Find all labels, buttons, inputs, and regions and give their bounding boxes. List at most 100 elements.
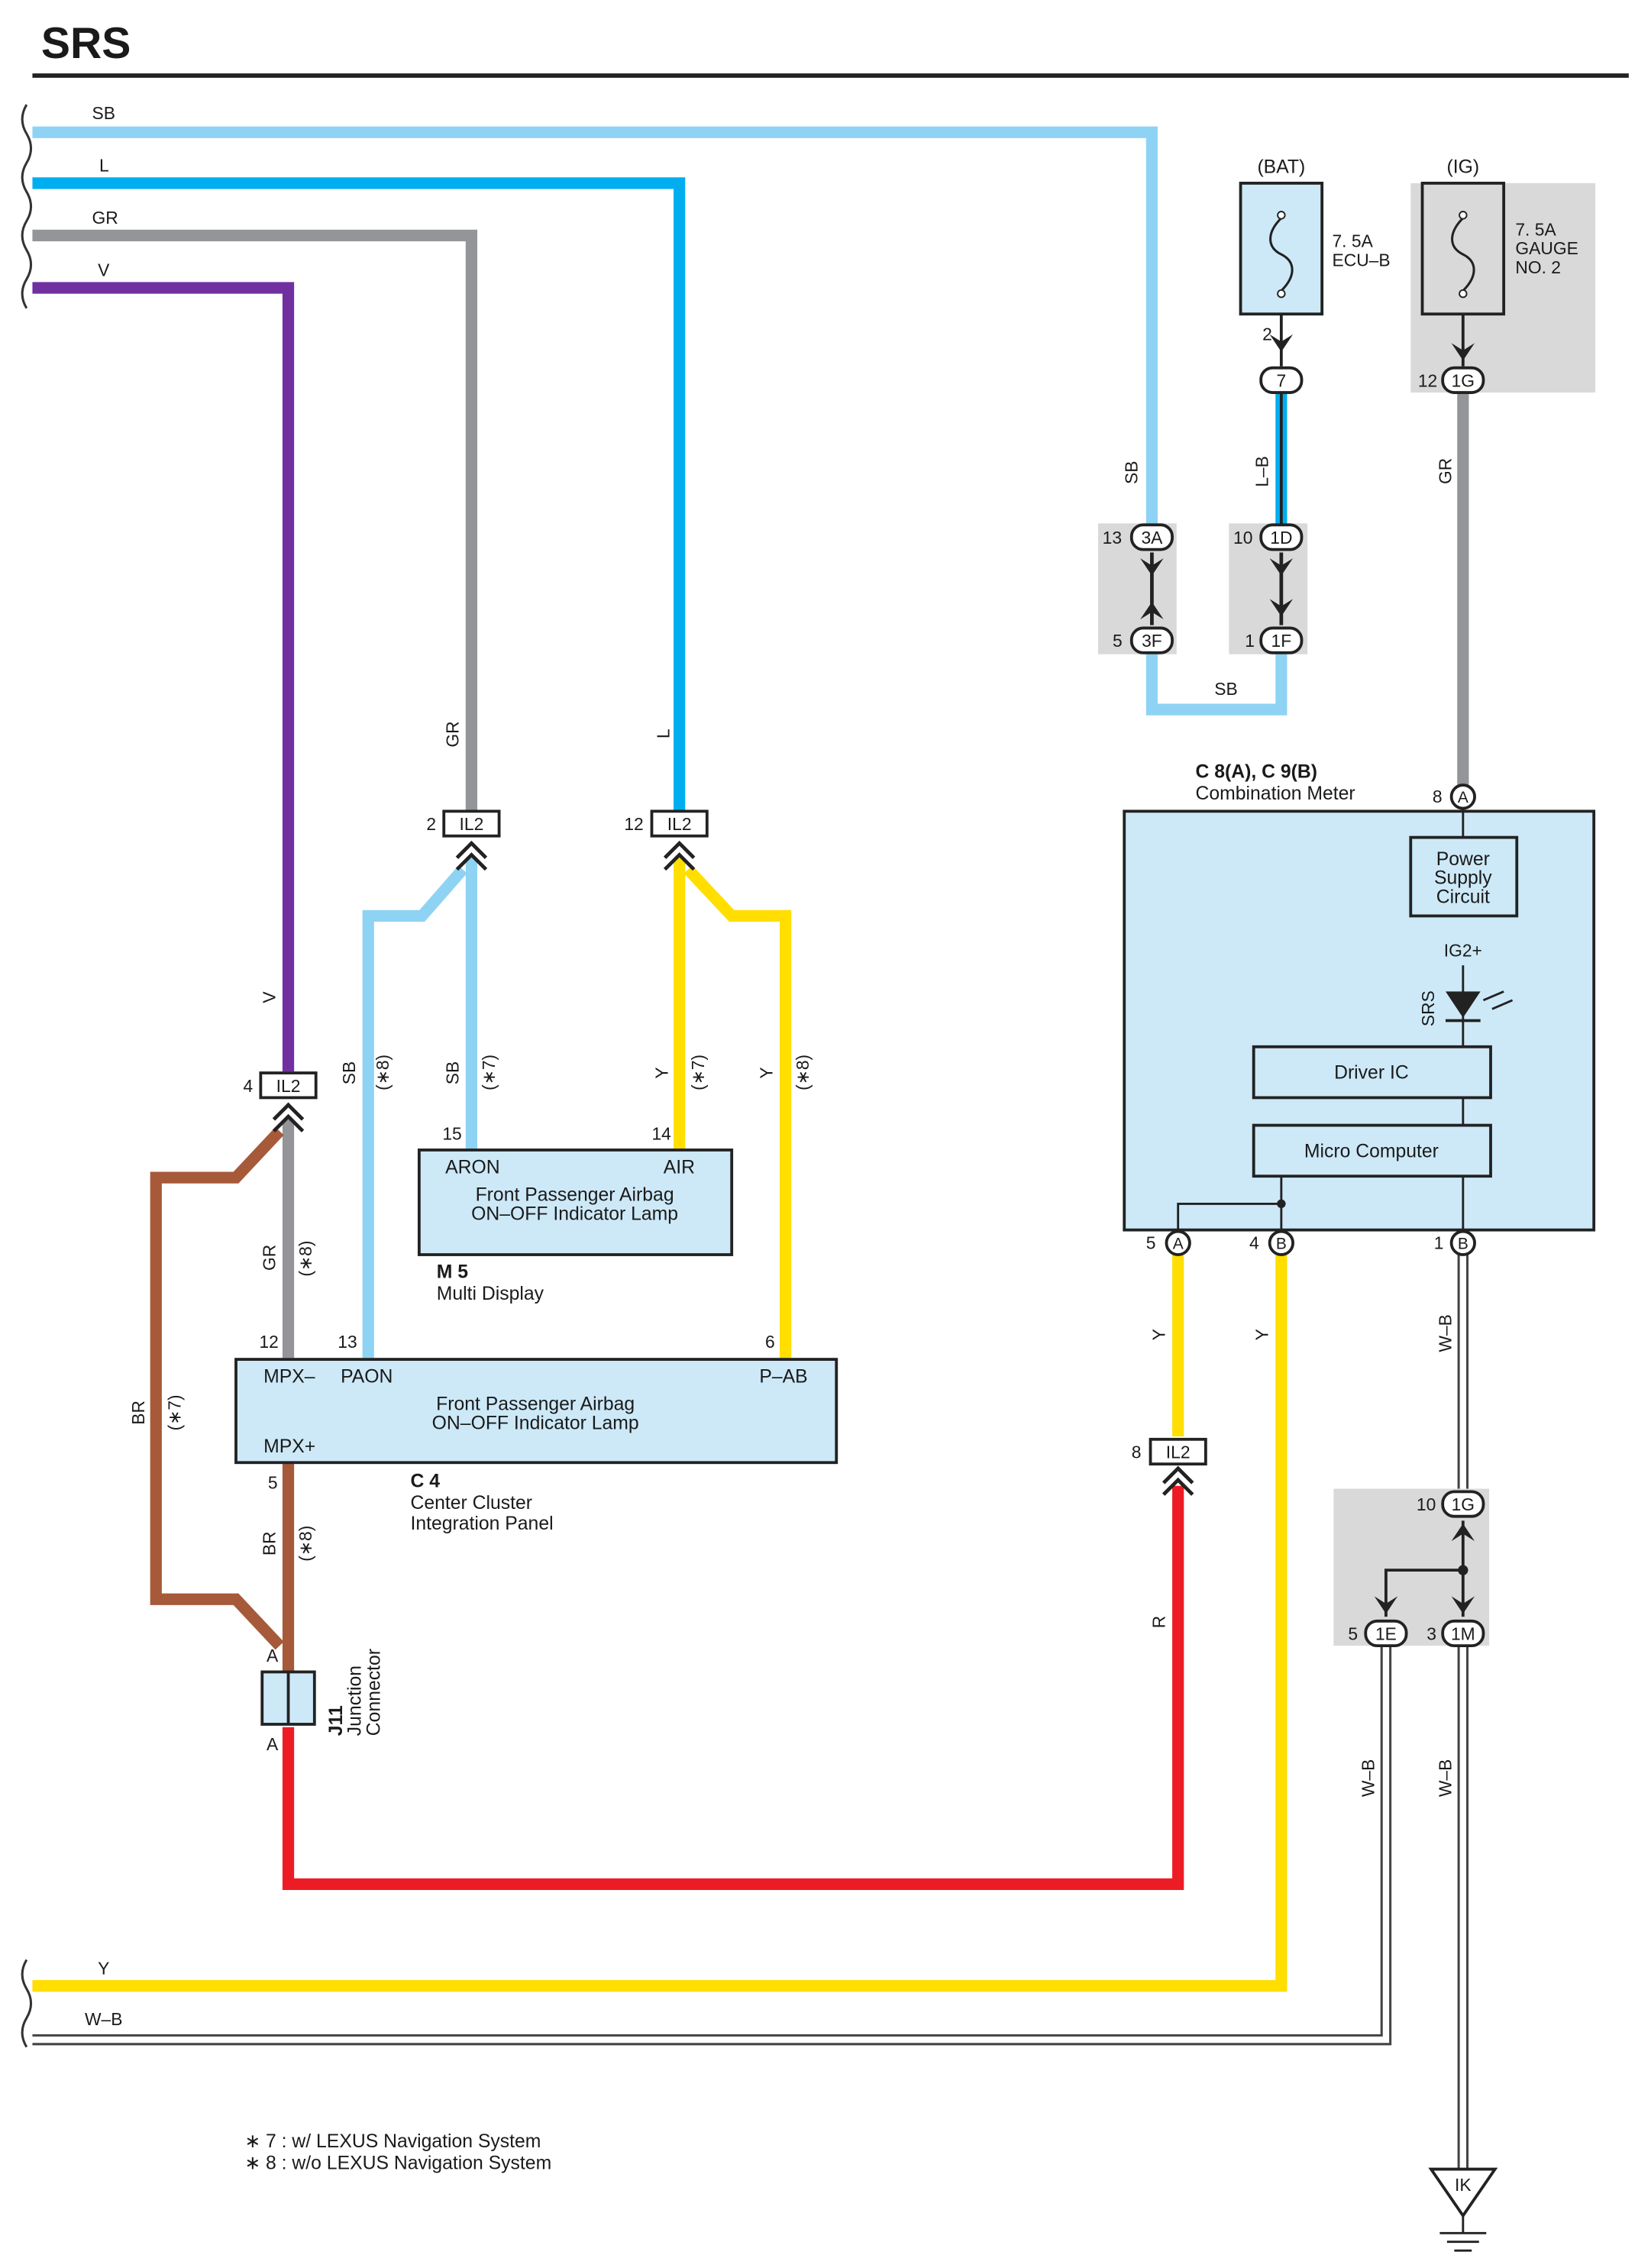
jb-1m: 3 1M: [1426, 1619, 1485, 1648]
jb-1e-id: 1E: [1375, 1624, 1397, 1644]
il2-pin2-box: [442, 809, 501, 838]
il2-pin12-id: IL2: [667, 814, 692, 834]
c4-pin13: 13: [338, 1332, 357, 1352]
arrow-icons: [1140, 334, 1475, 1614]
fuse-ig-name2: NO. 2: [1515, 257, 1561, 277]
meter-pin5: 5: [1146, 1233, 1156, 1252]
label-gr-il2: GR: [442, 721, 462, 747]
arrow-down-icon: [1269, 334, 1294, 352]
il2-pin2-id: IL2: [460, 814, 484, 834]
meter-pin4: 4: [1249, 1233, 1259, 1252]
il2-pin12-num: 12: [624, 814, 643, 834]
m5-term-air: AIR: [664, 1157, 695, 1178]
label-wb-meter: W–B: [1436, 1314, 1456, 1352]
jb-3f-pin: 5: [1113, 631, 1123, 651]
power-line2: Supply: [1434, 868, 1492, 889]
label-y-8: Y: [757, 1067, 777, 1078]
fuse-terminal: [1459, 289, 1468, 299]
wire-sb-loop: [1145, 639, 1288, 716]
meter-conn-5: [1165, 1229, 1191, 1256]
wire-br-7: [150, 1126, 284, 1650]
meter-code: C 8(A), C 9(B): [1196, 762, 1318, 783]
fuse-bat-source: (BAT): [1257, 157, 1305, 178]
fuse-icon: [1269, 217, 1294, 292]
arrow-down-icon: [1451, 1596, 1475, 1614]
meter-pin1: 1: [1434, 1233, 1444, 1252]
fuse-bat-name: ECU–B: [1332, 250, 1390, 270]
jb-1e: 5 1E: [1348, 1619, 1408, 1648]
il2-pin2: 2 IL2: [426, 809, 501, 871]
led-icon: [1445, 991, 1481, 1018]
note-8: ∗ 8 : w/o LEXUS Navigation System: [244, 2153, 551, 2174]
m5-pin14: 14: [651, 1124, 671, 1144]
fuse-ig-pin: 12: [1418, 370, 1437, 390]
fuse-bat-rating: 7. 5A: [1332, 231, 1373, 251]
srs-led-label: SRS: [1418, 990, 1438, 1026]
chevron-up-icon: [455, 840, 488, 871]
il2-pin2-num: 2: [426, 814, 436, 834]
meter-pin-top: 8: [1433, 787, 1443, 806]
jb-3a-pin: 13: [1103, 528, 1122, 548]
wire-wb-1e-a: [32, 1646, 1383, 2037]
label-v-left: V: [98, 260, 110, 280]
label-y-meter-b: Y: [1252, 1329, 1272, 1340]
c4-term-mpxp: MPX+: [263, 1436, 315, 1457]
jb-3a-oval: [1129, 523, 1174, 551]
il2-pin12: 12 IL2: [624, 809, 709, 871]
label-r: R: [1149, 1616, 1169, 1628]
jb-1d-oval: [1259, 523, 1304, 551]
fuse-terminal: [1459, 211, 1468, 220]
jb-1m-oval: [1441, 1619, 1485, 1648]
c4-term-paon: PAON: [341, 1367, 393, 1388]
jb-1m-id: 1M: [1451, 1624, 1475, 1644]
m5-term-aron: ARON: [445, 1157, 500, 1178]
page-title: SRS: [41, 19, 131, 68]
fuse-terminal: [1277, 211, 1286, 220]
break-marks-top: [21, 104, 33, 309]
meter-node: [1277, 1199, 1286, 1209]
j11-name1: Junction: [345, 1665, 366, 1736]
label-y-meter-a: Y: [1149, 1329, 1169, 1340]
arrow-down-icon: [1374, 1596, 1398, 1614]
note-7: ∗ 7 : w/ LEXUS Navigation System: [244, 2131, 541, 2152]
label-br-8: BR: [259, 1531, 279, 1556]
label-wb-1e: W–B: [1359, 1759, 1378, 1797]
jb-1f: 1 1F: [1245, 626, 1304, 654]
micro-box: [1252, 1123, 1492, 1178]
label-sb-vert: SB: [1121, 461, 1141, 484]
meter-conn-1-label: B: [1458, 1235, 1468, 1252]
m5-code: M 5: [437, 1262, 468, 1282]
wire-y-meter-b: [32, 1253, 1288, 1992]
il2-pin8-id: IL2: [1166, 1443, 1191, 1462]
jb-1f-id: 1F: [1271, 631, 1292, 651]
label-gr-left: GR: [92, 208, 118, 228]
il2-pin8: 8 IL2: [1132, 1437, 1207, 1496]
label-gr-vert: GR: [1436, 458, 1456, 484]
wire-gr-top: [32, 229, 478, 812]
il2-pin4: 4 IL2: [244, 1071, 318, 1132]
label-sb-left: SB: [92, 103, 115, 123]
ground-triangle-icon: [1428, 2167, 1498, 2218]
label-lb-vert: L–B: [1252, 456, 1272, 487]
j11-pin-top: A: [267, 1646, 279, 1665]
label-br-7-note: (∗7): [165, 1394, 185, 1430]
jb-3f: 5 3F: [1113, 626, 1174, 654]
c4-term-pab: P–AB: [759, 1367, 807, 1388]
chevron-up-icon: [1162, 1465, 1194, 1496]
power-supply-box: [1409, 835, 1519, 918]
label-sb-8-note: (∗8): [373, 1055, 393, 1090]
label-l-left: L: [99, 156, 109, 176]
jb-3a: 13 3A: [1103, 523, 1174, 551]
wire-l-top: [32, 177, 686, 812]
il2-pin12-box: [650, 809, 709, 838]
fuse-ig-source: (IG): [1447, 157, 1480, 178]
m5-box: [417, 1149, 734, 1256]
arrow-down-icon: [1269, 558, 1294, 576]
fuse-bat-pin: 2: [1262, 325, 1272, 344]
arrow-down-icon: [1451, 343, 1475, 361]
il2-pin8-box: [1149, 1437, 1207, 1466]
label-br-8-note: (∗8): [296, 1526, 315, 1562]
fuse-bat-box: [1239, 181, 1324, 316]
fuse-icon: [1451, 217, 1475, 292]
label-l-il2: L: [653, 729, 673, 738]
